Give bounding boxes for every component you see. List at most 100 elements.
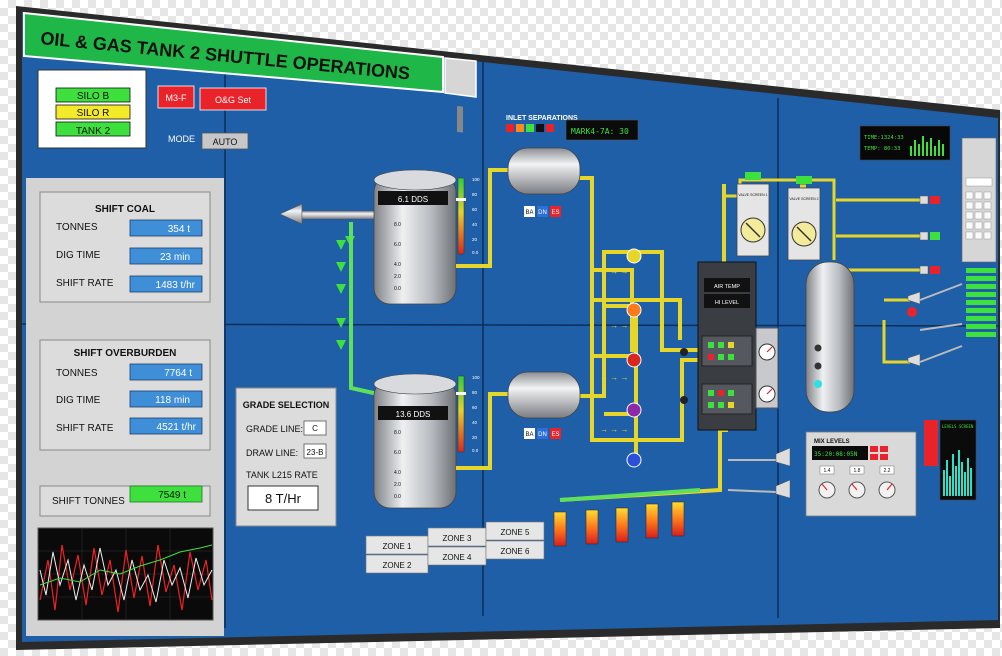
valve-screen-1-label: VALVE SCREEN 1 <box>738 193 767 197</box>
trend-series-green <box>39 544 213 586</box>
tank-rate-value: 8 T/Hr <box>265 491 302 506</box>
m3f-button[interactable]: M3-F <box>157 85 195 109</box>
outlet-1-status[interactable] <box>930 196 940 204</box>
zone-4-button[interactable]: ZONE 4 <box>427 546 487 566</box>
og-set-button[interactable]: O&G Set <box>199 87 267 111</box>
levels-screen-title: LEVELS SCREEN <box>942 424 974 429</box>
heater-feed-pipe <box>559 488 701 502</box>
tank-1-thermometer: 100 80 60 40 20 0.0 <box>456 177 480 255</box>
zone-6-button[interactable]: ZONE 6 <box>485 540 545 560</box>
legend-tank-2[interactable] <box>55 121 131 137</box>
tank-rate-label: TANK L215 RATE <box>246 470 318 480</box>
tank-2-display <box>378 406 448 420</box>
control-cabinet: AIR TEMP HI LEVEL <box>697 261 757 431</box>
shift-overburden-tonnes-value: 7764 t <box>164 368 192 379</box>
green-feed-pipe <box>349 222 379 396</box>
outlet-2-status[interactable] <box>930 232 940 240</box>
tank-2-scale-5: 0.0 <box>394 494 401 500</box>
shift-overburden-rate-value: 4521 t/hr <box>157 422 197 433</box>
keypad-status-bars <box>966 268 996 337</box>
sep2-es-button[interactable] <box>550 428 561 439</box>
cabinet-dials <box>755 327 779 409</box>
shift-coal-digtime-label: DIG TIME <box>56 250 101 261</box>
heater-bank <box>553 501 685 547</box>
tank-1-display <box>378 191 448 205</box>
mix-dial-2-label: 1.8 <box>854 468 861 474</box>
tank-1-gauge-3: 60 <box>472 207 478 212</box>
tank-1-reading: 6.1 DDS <box>398 195 428 204</box>
sep1-dn-label: DN <box>538 210 547 216</box>
shift-coal-panel: SHIFT COAL TONNES 354 t DIG TIME 23 min … <box>39 191 211 303</box>
grade-line-field[interactable] <box>303 420 327 436</box>
shift-tonnes-label: SHIFT TONNES <box>52 496 125 507</box>
levels-alarm-buttons[interactable] <box>924 420 938 466</box>
sep1-ba-button[interactable] <box>524 206 535 217</box>
svg-text:→ → →: → → → <box>600 321 628 330</box>
valve-blue-icon[interactable] <box>626 452 642 468</box>
valve-red-icon[interactable] <box>626 352 642 368</box>
valve-purple-icon[interactable] <box>626 402 642 418</box>
shift-coal-rate-label: SHIFT RATE <box>56 278 114 289</box>
draw-line-field[interactable] <box>303 443 327 459</box>
tank-2-gauge-5: 20 <box>472 435 478 440</box>
tank-1-gauge-5: 20 <box>472 237 478 242</box>
sep1-es-button[interactable] <box>550 206 561 217</box>
sep2-ba-button[interactable] <box>524 428 535 439</box>
shift-overburden-digtime-label: DIG TIME <box>56 395 101 406</box>
svg-text:→ → →: → → → <box>600 425 628 434</box>
draw-line-label: DRAW LINE: <box>246 448 298 458</box>
tank-2-gauge-6: 0.0 <box>472 448 479 453</box>
outlet-3-status[interactable] <box>930 266 940 274</box>
keypad-keys[interactable] <box>965 191 992 240</box>
tank-rate-field <box>247 485 319 511</box>
svg-text:→ → →: → → → <box>600 267 628 276</box>
legend-silo-b[interactable] <box>55 87 131 103</box>
shift-coal-tonnes-value: 354 t <box>168 224 190 235</box>
hi-level-label: HI LEVEL <box>715 300 739 306</box>
sep2-dn-label: DN <box>538 432 547 438</box>
separator-1-buttons: BA DN ES <box>524 206 561 217</box>
tank-2-gauge-4: 40 <box>472 420 478 425</box>
mix-display-value: 35:20:08:05N <box>814 451 858 458</box>
shift-coal-rate-field <box>129 275 203 293</box>
valve-row[interactable] <box>626 248 642 468</box>
shift-tonnes-panel: SHIFT TONNES 7549 t <box>39 485 211 517</box>
sep2-dn-button[interactable] <box>537 428 548 439</box>
legend-silo-b-label: SILO B <box>77 91 110 102</box>
time-temp-display: TIME:1324:33 TEMP: 80:33 <box>859 125 951 161</box>
legend-tank-2-label: TANK 2 <box>76 126 111 137</box>
valve-orange-icon[interactable] <box>626 302 642 318</box>
outlet-4-valve-icon[interactable] <box>907 307 917 317</box>
inlet-display <box>565 119 639 141</box>
shift-overburden-tonnes-label: TONNES <box>56 368 98 379</box>
levels-screen: LEVELS SCREEN <box>924 419 977 501</box>
valve-screen-2: VALVE SCREEN 2 <box>787 176 821 261</box>
mode-selector[interactable]: AUTO <box>201 132 249 150</box>
tank-1-gauge-2: 80 <box>472 192 478 197</box>
shift-coal-tonnes-label: TONNES <box>56 222 98 233</box>
shift-coal-rate-value: 1483 t/hr <box>156 280 196 291</box>
shift-overburden-rate-label: SHIFT RATE <box>56 423 114 434</box>
shift-tonnes-field <box>129 485 203 503</box>
zone-5-button[interactable]: ZONE 5 <box>485 521 545 541</box>
inlet-separations-header: INLET SEPARATIONS MARK4-7A: 30 <box>506 115 639 141</box>
zone-2-button[interactable]: ZONE 2 <box>365 554 429 574</box>
legend-silo-r[interactable] <box>55 104 131 120</box>
cabinet-connectors <box>680 348 688 404</box>
valve-yellow-icon[interactable] <box>626 248 642 264</box>
zone-1-button[interactable]: ZONE 1 <box>365 535 429 555</box>
tank-1-gauge-1: 100 <box>472 177 480 182</box>
shift-coal-digtime-field <box>129 247 203 265</box>
shift-coal-tonnes-field <box>129 219 203 237</box>
tank-2: 13.6 DDS 8.0 6.0 4.0 2.0 0.0 <box>373 373 457 509</box>
temp-value: TEMP: 80:33 <box>864 146 900 152</box>
title-indicator <box>444 57 477 98</box>
zone-2-label: ZONE 2 <box>383 561 412 570</box>
zone-3-button[interactable]: ZONE 3 <box>427 527 487 547</box>
sep1-dn-button[interactable] <box>537 206 548 217</box>
grade-line-label: GRADE LINE: <box>246 424 303 434</box>
valve-screen-1: VALVE SCREEN 1 <box>736 172 770 257</box>
tank-2-scale-3: 4.0 <box>394 470 401 476</box>
grey-pipes <box>727 283 963 493</box>
